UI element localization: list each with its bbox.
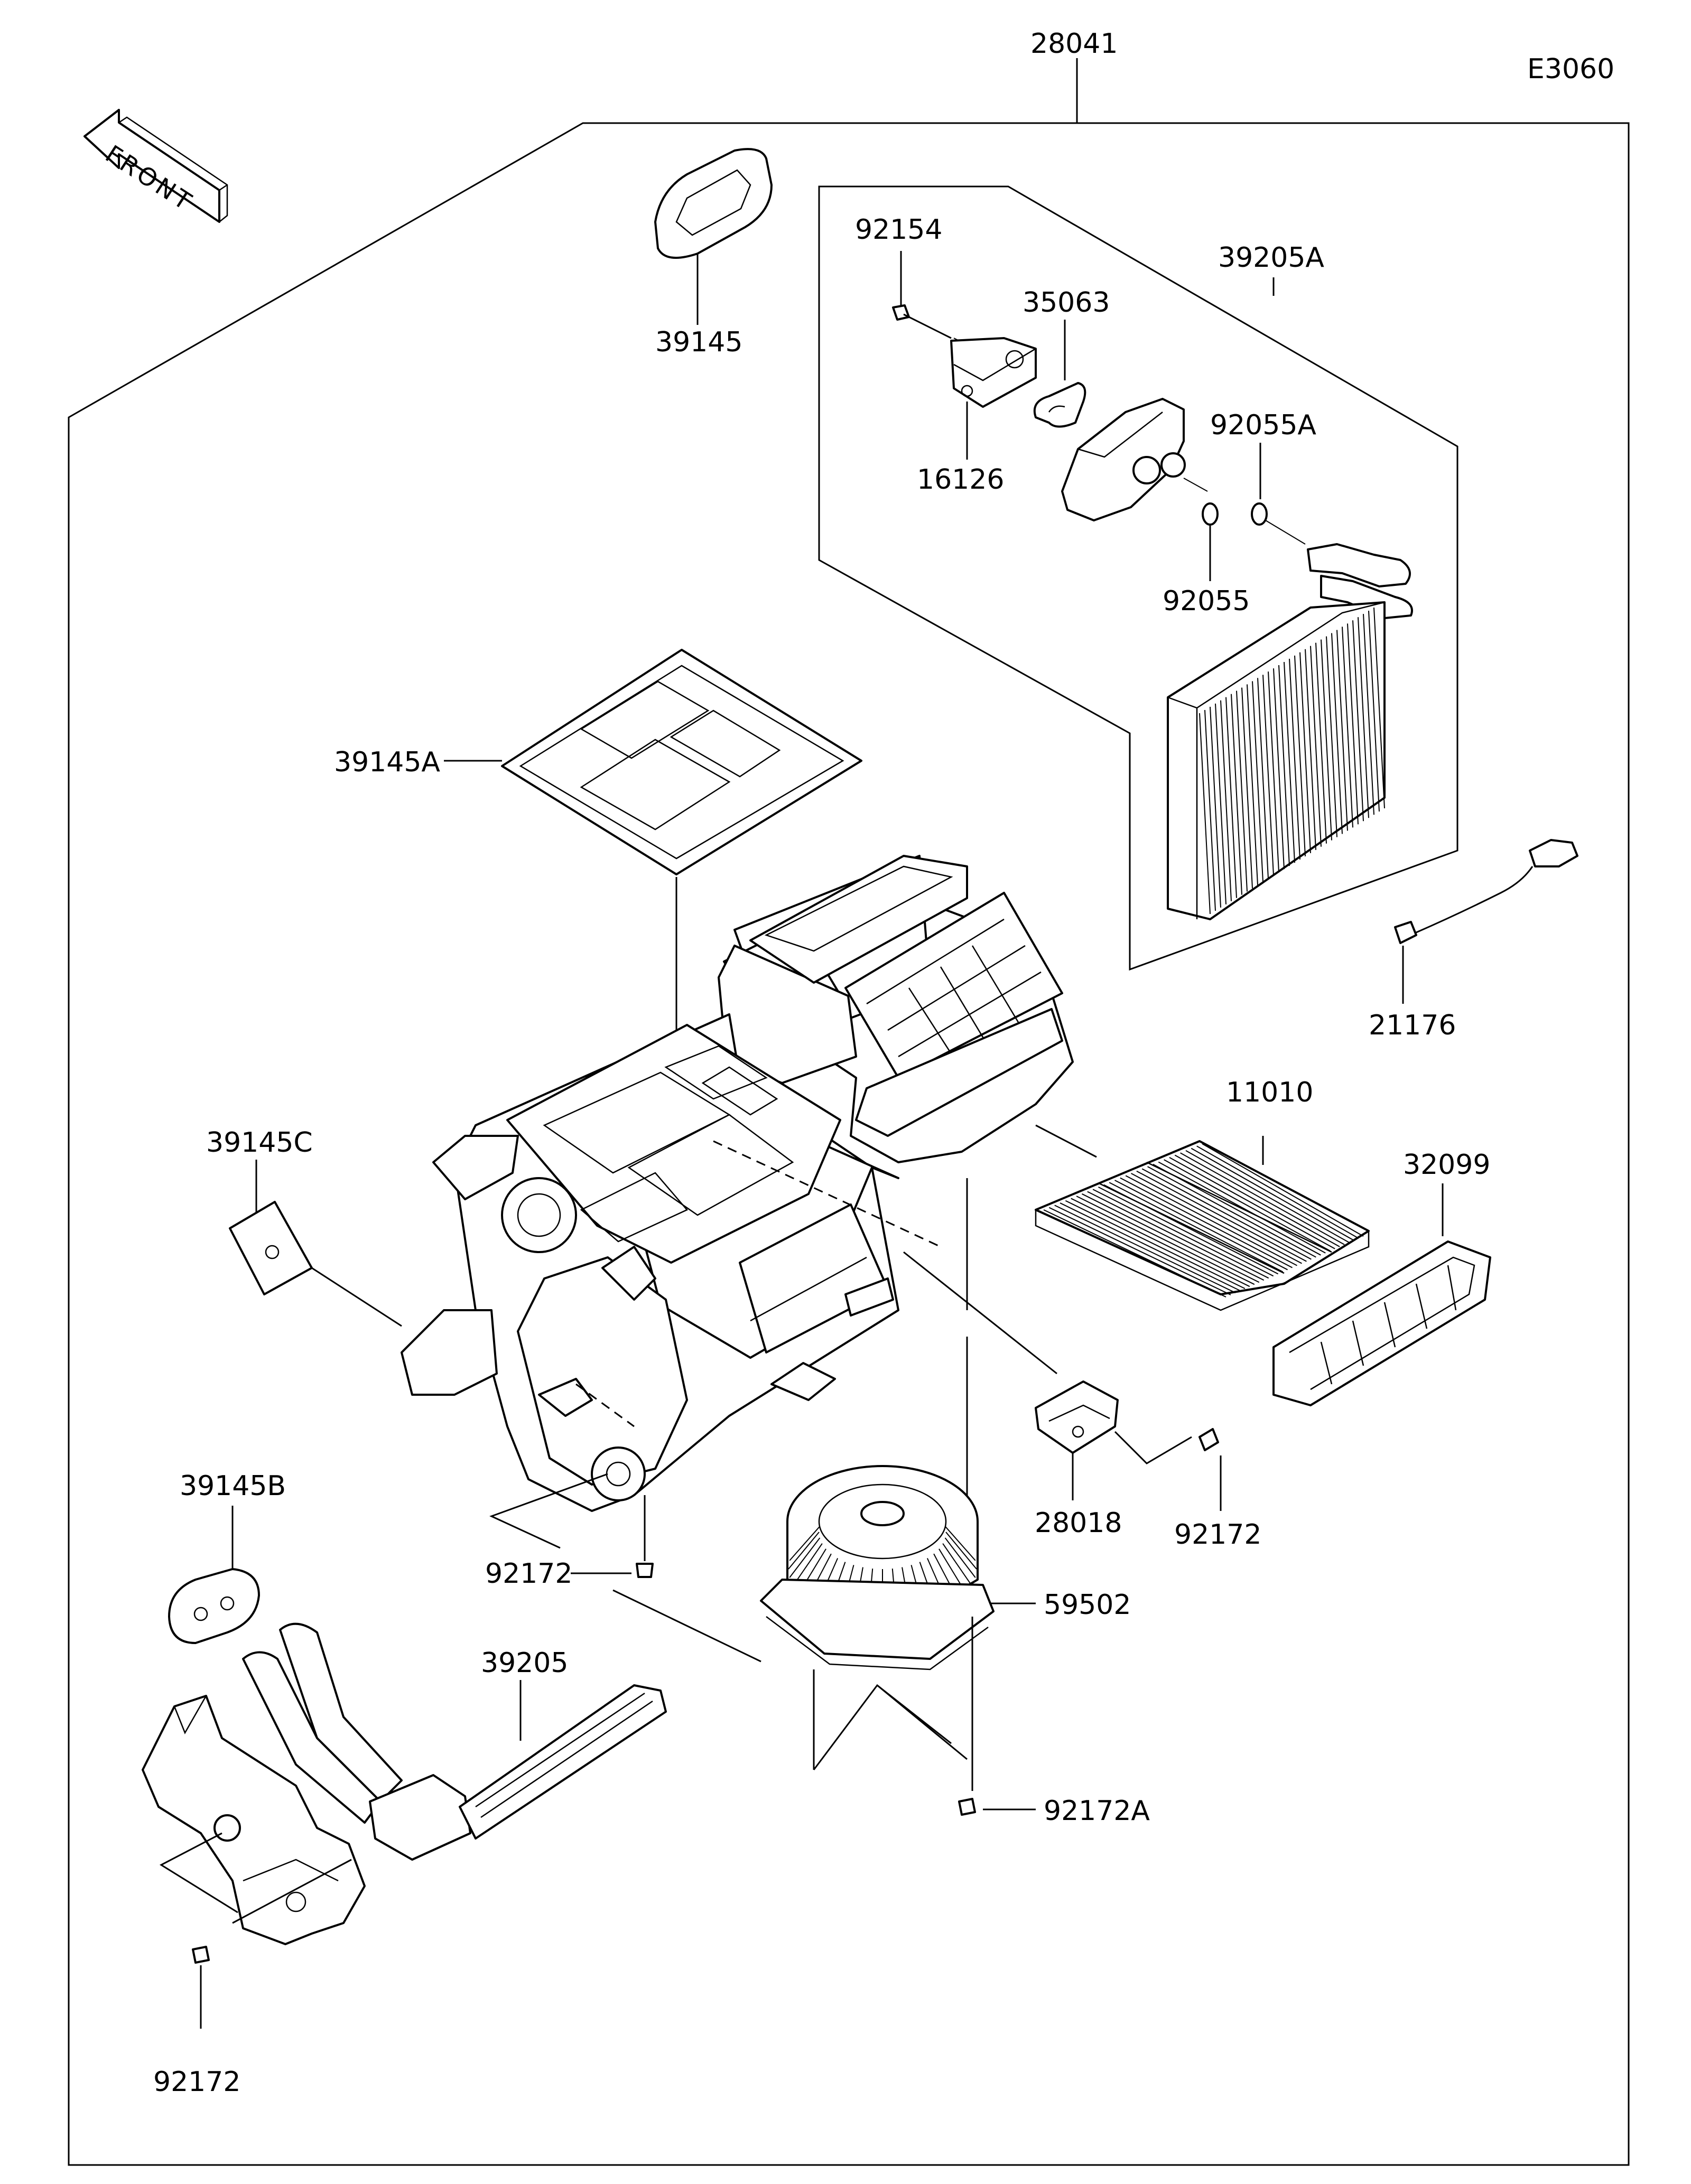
evaporator-core-39205A: [1167, 601, 1386, 920]
label-39205: 39205: [481, 1647, 568, 1679]
diagram-code: E3060: [1527, 53, 1614, 85]
cabin-filter-11010: 11010: [1035, 1077, 1370, 1311]
pad-39145B: 39145B: [168, 1470, 286, 1644]
screw-92172A: 92172A: [958, 1795, 1150, 1827]
gasket-39145: 39145: [654, 148, 773, 358]
screw-92172-mid: 92172: [485, 1473, 761, 1663]
label-92172-right: 92172: [1174, 1519, 1261, 1551]
assembly-frame: 28041: [68, 28, 1630, 2166]
grille-32099: 32099: [1272, 1149, 1491, 1406]
evaporator-block-connector: [1061, 398, 1186, 521]
blower-motor-59502: 59502: [760, 1178, 1131, 1791]
label-21176: 21176: [1369, 1010, 1456, 1041]
front-arrow-icon: FRONT: [83, 109, 228, 223]
resistor-28018: 28018: [903, 1251, 1122, 1539]
sensor-21176: 21176: [1369, 839, 1578, 1041]
label-39145A: 39145A: [334, 746, 440, 778]
bolt-92154: 92154: [855, 214, 970, 347]
label-92172-mid: 92172: [485, 1558, 572, 1590]
label-92055: 92055: [1163, 585, 1250, 617]
label-39145: 39145: [655, 326, 742, 358]
assembly-number: 28041: [1030, 28, 1118, 60]
centerline-case: [713, 1140, 941, 1248]
evaporator-pipes: [1183, 478, 1413, 619]
oring-92055A: 92055A: [1210, 409, 1316, 526]
label-28018: 28018: [1035, 1507, 1122, 1539]
label-16126: 16126: [917, 464, 1004, 496]
label-32099: 32099: [1403, 1149, 1490, 1181]
gasket-39145A: 39145A: [334, 649, 862, 1178]
label-59502: 59502: [1044, 1589, 1131, 1621]
label-92055A: 92055A: [1210, 409, 1316, 441]
heater-core-39205: 39205: [242, 1622, 667, 1861]
air-intake-duct: [749, 855, 1063, 1137]
expansion-valve-16126: 16126: [917, 337, 1037, 496]
clip-35063: 35063: [1023, 287, 1110, 428]
oring-92055: 92055: [1163, 502, 1250, 617]
screw-92172-bottom: 92172: [153, 1859, 352, 2098]
label-92172A: 92172A: [1044, 1795, 1150, 1827]
evaporator-subgroup-frame: [818, 185, 1458, 971]
label-39205A: 39205A: [1218, 242, 1324, 274]
label-39145B: 39145B: [180, 1470, 286, 1502]
label-35063: 35063: [1023, 287, 1110, 319]
screw-92172-right: 92172: [1114, 1428, 1261, 1551]
centerline-case-2: [575, 1383, 635, 1427]
pad-39145C: 39145C: [206, 1127, 402, 1327]
label-92172-bottom: 92172: [153, 2066, 240, 2098]
label-92154: 92154: [855, 214, 942, 246]
label-39145C: 39145C: [206, 1127, 313, 1159]
label-11010: 11010: [1226, 1077, 1313, 1108]
